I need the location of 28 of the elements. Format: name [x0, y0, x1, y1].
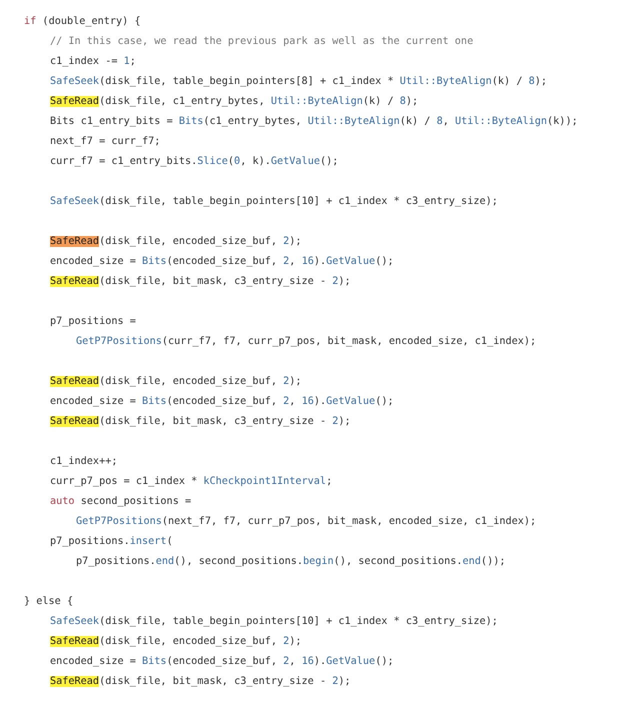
code-line: GetP7Positions(next_f7, f7, curr_p7_pos, bit_mask, encoded_size, c1_index); [76, 515, 536, 529]
code-line: encoded_size = Bits(encoded_size_buf, 2, 16).GetValue(); [50, 255, 394, 269]
code-line: auto second_positions = [50, 495, 192, 509]
code-line: SafeSeek(disk_file, table_begin_pointers[10] + c1_index * c3_entry_size); [50, 615, 498, 629]
code-line: encoded_size = Bits(encoded_size_buf, 2, 16).GetValue(); [50, 395, 394, 409]
code-line: SafeRead(disk_file, encoded_size_buf, 2); [50, 635, 302, 649]
code-line: curr_f7 = c1_entry_bits.Slice(0, k).GetValue(); [50, 155, 338, 169]
code-line: } else { [24, 595, 74, 609]
code-line: encoded_size = Bits(encoded_size_buf, 2, 16).GetValue(); [50, 655, 394, 669]
code-line: curr_p7_pos = c1_index * kCheckpoint1Interval; [50, 475, 332, 489]
code-line: SafeRead(disk_file, bit_mask, c3_entry_size - 2); [50, 415, 351, 429]
code-line: SafeRead(disk_file, bit_mask, c3_entry_size - 2); [50, 675, 351, 689]
code-line: GetP7Positions(curr_f7, f7, curr_p7_pos, bit_mask, encoded_size, c1_index); [76, 335, 536, 349]
code-line: p7_positions.end(), second_positions.begin(), second_positions.end()); [76, 555, 506, 569]
code-line: next_f7 = curr_f7; [50, 135, 160, 149]
code-line: SafeSeek(disk_file, table_begin_pointers[8] + c1_index * Util::ByteAlign(k) / 8); [50, 75, 548, 89]
code-line: if (double_entry) { [24, 15, 141, 29]
code-line: SafeRead(disk_file, c1_entry_bytes, Util::ByteAlign(k) / 8); [50, 95, 418, 109]
code-line: SafeRead(disk_file, bit_mask, c3_entry_size - 2); [50, 275, 351, 289]
code-line: SafeSeek(disk_file, table_begin_pointers[10] + c1_index * c3_entry_size); [50, 195, 498, 209]
code-line: c1_index -= 1; [50, 55, 136, 69]
code-line: p7_positions = [50, 315, 136, 329]
code-line: Bits c1_entry_bits = Bits(c1_entry_bytes, Util::ByteAlign(k) / 8, Util::ByteAlign(k)); [50, 115, 578, 129]
code-line: SafeRead(disk_file, encoded_size_buf, 2); [50, 375, 302, 389]
code-line: c1_index++; [50, 455, 118, 469]
code-comment: // In this case, we read the previous park as well as the current one [50, 35, 474, 49]
code-line: p7_positions.insert( [50, 535, 173, 549]
code-line: SafeRead(disk_file, encoded_size_buf, 2); [50, 235, 302, 249]
